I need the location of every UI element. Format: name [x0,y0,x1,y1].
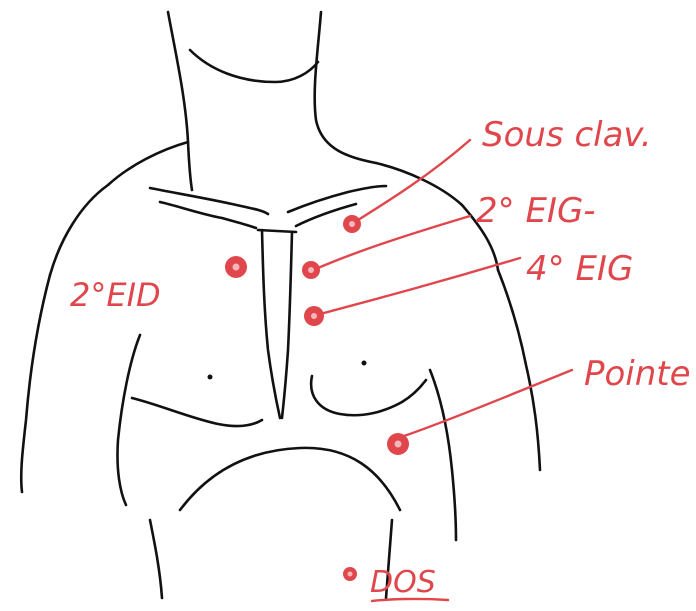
dos-label: DOS [370,565,436,600]
lower-rib-line [180,448,400,510]
sternum-top-line [258,230,296,232]
sternum-right-line [282,232,292,418]
right-pectoral-line [311,376,426,415]
chin-line [190,50,318,82]
fourth-eig-leader [320,258,520,314]
fourth-eig-marker [304,306,324,326]
sternum-left-line [262,230,280,418]
sous-clav-label: Sous clav. [482,115,652,155]
labels: Sous clav. 2° EIG- 4° EIG Pointe 2°EID D… [70,115,691,600]
pointe-label: Pointe [584,354,691,394]
left-shoulder-line [50,142,188,275]
left-clavicle-line [150,188,268,214]
left-pectoral-line [132,398,262,426]
sous-clav-leader [358,140,470,220]
second-eig-leader [318,216,470,268]
neck-right-line [315,12,376,163]
left-inner-arm-line [117,335,140,505]
right-nipple [362,361,367,366]
right-inner-side-line [430,370,456,540]
sous-clav-marker [343,215,361,233]
second-eid-marker [225,256,247,278]
second-eid-label: 2°EID [70,276,161,314]
left-arm-line [21,275,50,492]
neck-left-line [168,12,192,190]
markers [225,215,409,581]
second-eig-marker [302,261,320,279]
left-lower-side [150,520,162,598]
second-eig-label: 2° EIG- [476,191,596,231]
right-clavicle-line [288,186,386,212]
left-nipple [208,375,213,380]
right-arm-line [498,270,540,470]
pointe-marker [387,433,409,455]
fourth-eig-label: 4° EIG [526,249,633,289]
pointe-leader [404,370,572,436]
dos-marker [343,567,357,581]
